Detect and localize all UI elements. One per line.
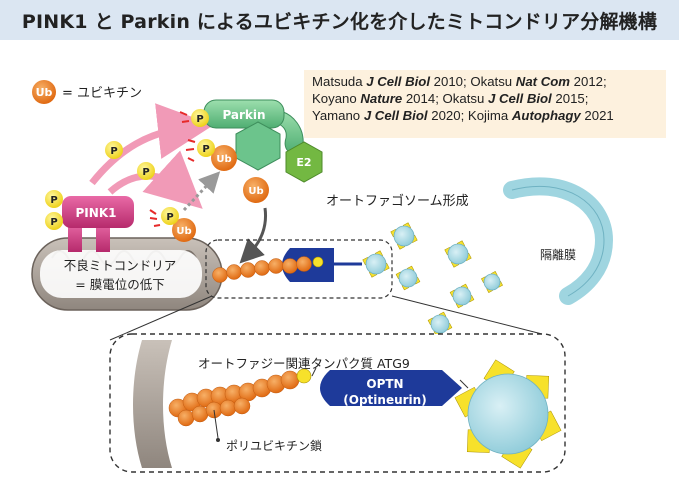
atg9-vesicle: [449, 283, 475, 309]
parkin-label: Parkin: [222, 108, 265, 122]
svg-text:P: P: [166, 212, 173, 223]
reference-line: Matsuda J Cell Biol 2010; Okatsu Nat Com…: [312, 74, 607, 89]
ub-bead: [233, 397, 251, 415]
atg9-vesicle: [390, 222, 418, 250]
damaged-mitochondrion: 不良ミトコンドリア = 膜電位の低下: [31, 237, 223, 311]
isolation-membrane: [503, 177, 614, 305]
legend-ub-text: = ユビキチン: [62, 86, 142, 101]
svg-text:P: P: [50, 217, 57, 228]
zoom-line-right: [391, 295, 543, 335]
pink1-label: PINK1: [76, 206, 117, 220]
page-title: PINK1 と Parkin によるユビキチン化を介したミトコンドリア分解機構: [0, 0, 679, 40]
atg9-vesicle: [444, 240, 472, 268]
ub-bead: [177, 409, 195, 427]
svg-text:Ub: Ub: [248, 186, 263, 197]
svg-text:P: P: [196, 114, 203, 125]
upper-ub-chain-optn: [205, 239, 393, 299]
svg-text:P: P: [110, 146, 117, 157]
svg-text:Ub: Ub: [216, 154, 231, 165]
ub-bead: [268, 258, 284, 274]
pink1-phosphates: P P: [45, 190, 63, 230]
parkin-e2-complex: Parkin E2 P Ub P Ub: [179, 99, 323, 203]
arrow-dotted: [182, 171, 221, 212]
e2-label: E2: [296, 156, 311, 169]
zoom-line-left: [109, 295, 213, 341]
damaged-mito-label-2: = 膜電位の低下: [75, 277, 164, 292]
ub-bead: [296, 256, 312, 272]
free-phospho-ub: P P Ub P: [105, 141, 196, 242]
svg-text:P: P: [142, 167, 149, 178]
atg9-vesicle: [395, 265, 421, 291]
pink1-protein: PINK1: [62, 196, 134, 252]
arrow-pink-upper: [89, 103, 214, 186]
ub-bead: [226, 264, 242, 280]
ub-bead: [191, 405, 209, 423]
ub-icon: [32, 80, 56, 104]
svg-text:Ub: Ub: [176, 226, 191, 237]
references-box: Matsuda J Cell Biol 2010; Okatsu Nat Com…: [304, 70, 666, 138]
arrow-to-chain: [239, 207, 268, 264]
legend-ub: Ub = ユビキチン: [32, 80, 142, 104]
ub-bead: [282, 258, 298, 274]
ub-bead: [240, 262, 256, 278]
atg9-vesicle: [427, 311, 453, 337]
e2-hexagon: [285, 141, 323, 183]
autophagosome-formation-label: オートファゴソーム形成: [326, 193, 469, 209]
atg9-label: オートファジー関連タンパク質 ATG9: [198, 356, 410, 371]
legend-ub-symbol: Ub: [36, 86, 53, 99]
ub-bead: [219, 399, 237, 417]
reference-line: Koyano Nature 2014; Okatsu J Cell Biol 2…: [312, 91, 589, 106]
atg9-vesicle: [481, 271, 503, 293]
optn-protein: [320, 370, 462, 406]
zoom-panel: OPTN (Optineurin) オートファジー関連タンパク質 ATG9 ポリ…: [109, 333, 566, 473]
atg9-vesicle: [362, 250, 390, 278]
ub-bead: [280, 370, 300, 390]
ub-bead: [254, 260, 270, 276]
optn-label-1: OPTN: [366, 377, 403, 391]
svg-text:P: P: [202, 144, 209, 155]
svg-text:P: P: [50, 195, 57, 206]
polyubiquitin-label: ポリユビキチン鎖: [226, 438, 322, 453]
small-vesicles: [362, 222, 503, 337]
atg9-vesicle: [454, 359, 562, 469]
reference-line: Yamano J Cell Biol 2020; Kojima Autophag…: [312, 108, 614, 123]
damaged-mito-label-1: 不良ミトコンドリア: [64, 258, 177, 273]
optn-label-2: (Optineurin): [343, 393, 426, 407]
isolation-membrane-label: 隔離膜: [540, 248, 576, 262]
ub-bead: [212, 267, 228, 283]
